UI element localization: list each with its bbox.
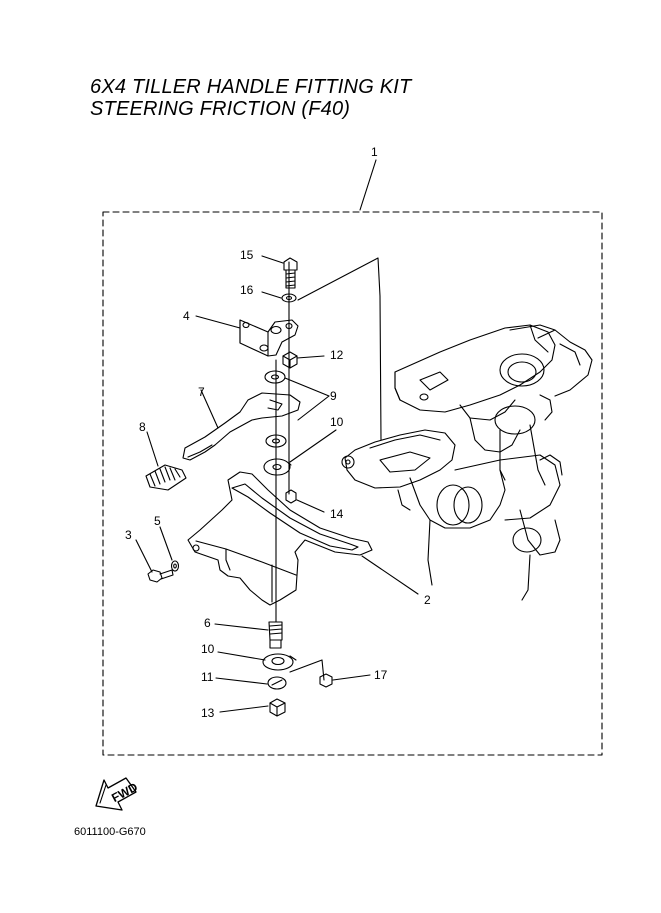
part-label-3: 3: [125, 528, 132, 542]
part-label-8: 8: [139, 420, 146, 434]
kit-boundary: [102, 211, 603, 756]
fwd-label: FWD: [109, 780, 140, 805]
part-label-11: 11: [201, 670, 214, 684]
leader-1: [359, 159, 377, 211]
leader-4: [195, 315, 241, 329]
part-label-7: 7: [198, 385, 205, 399]
part-label-17: 17: [374, 668, 388, 682]
leader-3: [135, 539, 153, 573]
leader-11: [215, 677, 268, 685]
fwd-arrow-icon: FWD: [95, 777, 140, 811]
part-5-washer: [170, 560, 180, 572]
shaft-centerline: [275, 261, 290, 623]
part-label-4: 4: [183, 309, 190, 323]
leader-14: [296, 499, 325, 513]
leader-10-lower: [217, 651, 266, 661]
part-2-friction-bracket: [187, 471, 373, 606]
part-label-9: 9: [330, 389, 337, 403]
leader-2: [361, 555, 419, 595]
part-13-nut: [269, 698, 286, 717]
leader-16: [261, 291, 282, 299]
part-label-13: 13: [201, 706, 215, 720]
part-label-6: 6: [204, 616, 211, 630]
leader-5: [159, 526, 173, 561]
part-label-14: 14: [330, 507, 344, 521]
part-14-nut: [285, 489, 297, 504]
leader-12: [296, 355, 325, 359]
part-10-washer-lower: [262, 653, 294, 671]
part-7-friction-plate: [182, 392, 301, 461]
page-title-line1: 6X4 TILLER HANDLE FITTING KIT: [90, 76, 412, 98]
part-label-10-lower: 10: [201, 642, 215, 656]
leader-6: [214, 623, 269, 631]
part-label-10-upper: 10: [330, 415, 344, 429]
part-17-nut: [319, 673, 333, 688]
part-11-washer: [267, 676, 287, 690]
page-title-line2: STEERING FRICTION (F40): [90, 98, 351, 120]
leader-8: [146, 431, 159, 467]
leader-17-bracket: [289, 659, 325, 681]
leader-7: [200, 389, 219, 429]
part-label-1: 1: [371, 145, 378, 159]
leader-1-kit: [297, 257, 382, 441]
part-label-16: 16: [240, 283, 254, 297]
part-label-15: 15: [240, 248, 254, 262]
engine-bracket-illustration: [341, 324, 593, 601]
part-15-bolt: [283, 257, 298, 289]
part-label-12: 12: [330, 348, 344, 362]
leader-15: [261, 255, 284, 264]
leader-9: [284, 377, 330, 421]
leader-10-upper: [289, 429, 337, 463]
part-9-washer-upper: [264, 370, 286, 384]
diagram-code: 6011100-G670: [74, 826, 146, 838]
part-4-bracket: [239, 319, 299, 357]
part-10-washer-upper: [263, 458, 291, 476]
part-8-grip: [145, 464, 187, 491]
part-12-nut: [282, 351, 298, 369]
part-6-bolt: [268, 621, 283, 649]
leader-13: [219, 705, 269, 713]
part-label-2: 2: [424, 593, 431, 607]
part-label-5: 5: [154, 514, 161, 528]
part-3-screw: [147, 569, 174, 583]
leader-17: [332, 674, 371, 681]
